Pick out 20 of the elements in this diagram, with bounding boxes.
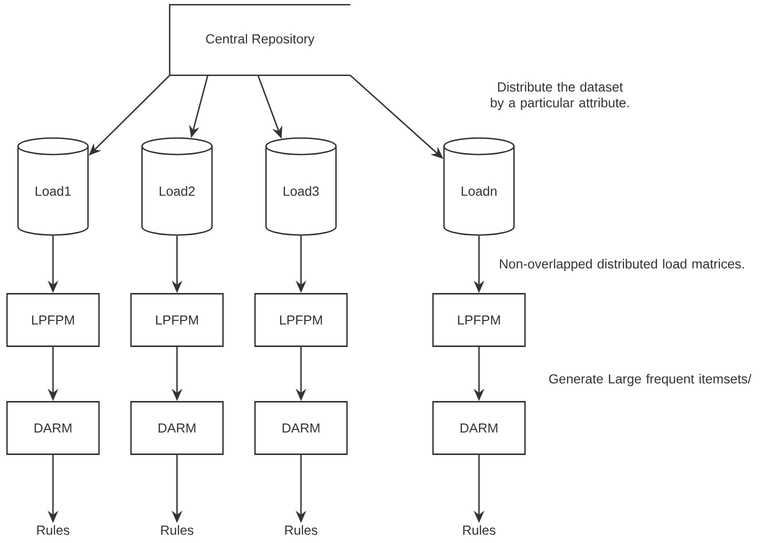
- output-text: Rules: [285, 525, 318, 535]
- process-box: DARM: [6, 401, 100, 455]
- process-box: LPFPM: [254, 293, 348, 347]
- output-text: Rules: [463, 525, 496, 535]
- output-text: Rules: [161, 525, 194, 535]
- repository-box: Central Repository: [168, 4, 350, 76]
- output-text: Rules: [37, 525, 70, 535]
- database-cylinder: Load3: [265, 137, 337, 236]
- process-box: DARM: [130, 401, 224, 455]
- database-cylinder: Load2: [141, 137, 213, 236]
- process-box: LPFPM: [432, 293, 526, 347]
- database-cylinder: Loadn: [443, 137, 515, 236]
- annotation-text: Generate Large frequent itemsets/: [549, 374, 752, 386]
- process-box: LPFPM: [130, 293, 224, 347]
- annotation-text: Distribute the dataset by a particular attribute.: [490, 82, 629, 110]
- process-box: DARM: [254, 401, 348, 455]
- process-box: LPFPM: [6, 293, 100, 347]
- annotation-text: Non-overlapped distributed load matrices.: [500, 258, 744, 272]
- database-cylinder: Load1: [17, 137, 89, 236]
- process-box: DARM: [432, 401, 526, 455]
